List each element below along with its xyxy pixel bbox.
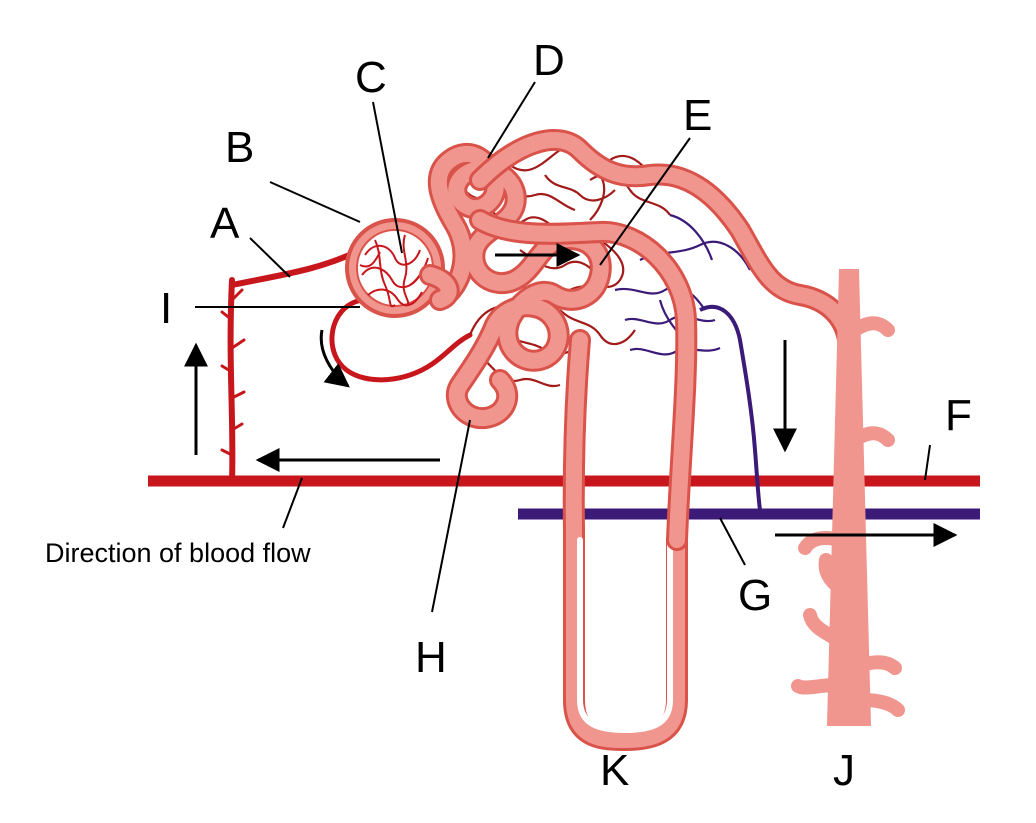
- label-e: E: [683, 91, 712, 140]
- label-h: H: [415, 633, 447, 682]
- label-f: F: [945, 391, 972, 440]
- label-d: D: [533, 36, 565, 85]
- leader-lines: [195, 81, 931, 613]
- blood-flow-caption: Direction of blood flow: [45, 538, 311, 568]
- label-j: J: [833, 746, 855, 795]
- loop-of-henle: [469, 209, 698, 752]
- label-k: K: [600, 746, 629, 795]
- label-i: I: [160, 284, 172, 333]
- afferent-artery-branch: [220, 277, 246, 484]
- label-a: A: [210, 199, 240, 248]
- label-g: G: [738, 571, 772, 620]
- flow-arrows: [184, 243, 958, 547]
- afferent-arteriole: [229, 247, 363, 288]
- collecting-duct: [791, 269, 905, 726]
- label-b: B: [225, 123, 254, 172]
- efferent-arteriole: [329, 297, 473, 383]
- tubule-exit-from-capsule: [419, 264, 460, 311]
- distal-convoluted-tubule: [469, 129, 859, 351]
- arrow-curved: [319, 329, 350, 388]
- glomerulus: [359, 234, 429, 308]
- label-c: C: [355, 53, 387, 102]
